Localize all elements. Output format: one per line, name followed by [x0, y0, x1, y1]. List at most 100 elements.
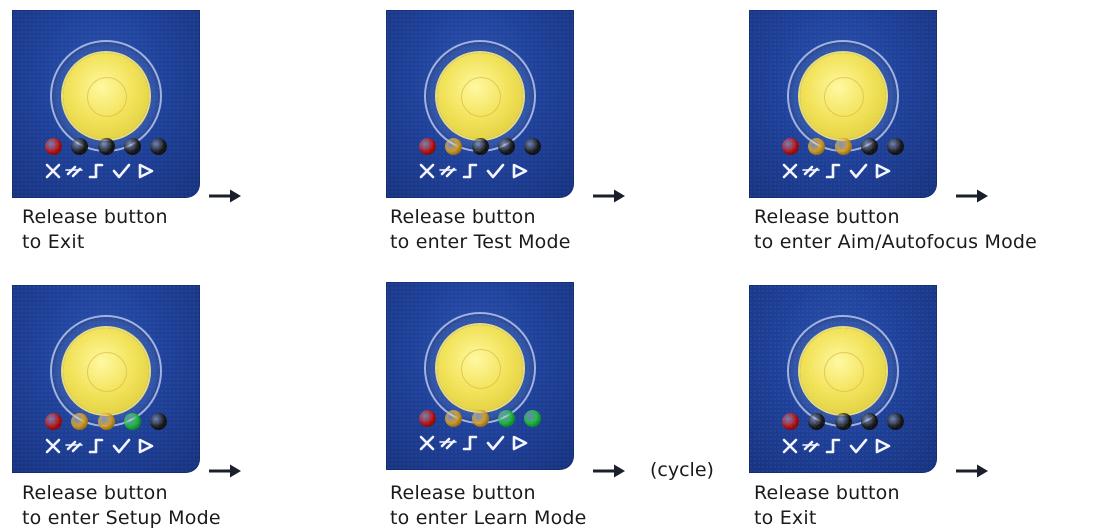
play-icon [875, 163, 891, 179]
caption-line-1: Release button [22, 482, 168, 504]
scanner-panel [386, 10, 574, 198]
scanner-panel [12, 285, 200, 473]
led-4 [123, 138, 141, 155]
led-4 [497, 138, 515, 155]
x-icon [419, 435, 435, 451]
play-icon [138, 163, 154, 179]
check-icon [486, 163, 505, 179]
led-5 [887, 413, 904, 430]
caption-line-2: to enter Aim/Autofocus Mode [754, 231, 1038, 253]
right-arrow-icon [208, 463, 242, 479]
caption-step-3: Release button to enter Aim/Autofocus Mo… [754, 205, 1037, 255]
led-1 [45, 413, 62, 430]
x-icon [782, 163, 798, 179]
caption-step-5: Release button to enter Learn Mode [390, 481, 587, 531]
led-1 [782, 138, 799, 155]
x-icon [45, 438, 61, 454]
match-icon [825, 438, 841, 454]
decode-icon [802, 440, 820, 453]
caption-step-2: Release button to enter Test Mode [390, 205, 571, 255]
led-2 [71, 138, 89, 155]
status-symbols [418, 433, 544, 453]
led-row [419, 410, 541, 427]
caption-line-2: to enter Test Mode [390, 231, 571, 253]
match-icon [88, 163, 104, 179]
step-4 [12, 285, 200, 473]
decode-icon [65, 440, 83, 453]
led-1 [782, 413, 799, 430]
step-5 [386, 282, 574, 470]
check-icon [112, 163, 131, 179]
status-symbols [44, 436, 170, 456]
led-3 [471, 410, 489, 427]
status-symbols [418, 161, 544, 181]
right-arrow-icon [592, 188, 626, 204]
led-2 [808, 413, 826, 430]
right-arrow-icon [208, 188, 242, 204]
status-symbols [44, 161, 170, 181]
caption-line-2: to Exit [22, 231, 85, 253]
led-4 [860, 138, 878, 155]
led-3 [471, 138, 489, 155]
check-icon [112, 438, 131, 454]
led-3 [834, 413, 852, 430]
match-icon [825, 163, 841, 179]
led-row [45, 138, 167, 155]
led-row [782, 413, 904, 430]
play-icon [512, 163, 528, 179]
trigger-button [63, 53, 149, 139]
led-4 [497, 410, 515, 427]
decode-icon [65, 165, 83, 178]
caption-line-1: Release button [754, 482, 900, 504]
play-icon [138, 438, 154, 454]
check-icon [486, 435, 505, 451]
step-3 [749, 10, 937, 198]
caption-line-1: Release button [22, 206, 168, 228]
match-icon [462, 163, 478, 179]
decode-icon [439, 437, 457, 450]
led-4 [123, 413, 141, 430]
play-icon [875, 438, 891, 454]
led-row [45, 413, 167, 430]
scanner-panel [386, 282, 574, 470]
decode-icon [802, 165, 820, 178]
trigger-button [437, 53, 523, 139]
step-6 [749, 285, 937, 473]
scanner-panel [749, 10, 937, 198]
trigger-button [800, 328, 886, 414]
caption-line-2: to enter Setup Mode [22, 507, 221, 529]
trigger-button [63, 328, 149, 414]
led-3 [97, 413, 115, 430]
led-row [419, 138, 541, 155]
x-icon [419, 163, 435, 179]
right-arrow-icon [955, 188, 989, 204]
led-3 [834, 138, 852, 155]
led-1 [419, 410, 436, 427]
caption-line-2: to enter Learn Mode [390, 507, 587, 529]
led-4 [860, 413, 878, 430]
check-icon [849, 438, 868, 454]
scanner-panel [12, 10, 200, 198]
cycle-label: (cycle) [650, 459, 714, 481]
led-1 [419, 138, 436, 155]
caption-step-1: Release button to Exit [22, 205, 168, 255]
x-icon [782, 438, 798, 454]
scanner-panel [749, 285, 937, 473]
led-2 [445, 410, 463, 427]
caption-line-1: Release button [754, 206, 900, 228]
led-5 [150, 138, 167, 155]
led-5 [524, 138, 541, 155]
caption-line-2: to Exit [754, 507, 817, 529]
led-5 [150, 413, 167, 430]
led-5 [887, 138, 904, 155]
led-row [782, 138, 904, 155]
led-2 [445, 138, 463, 155]
step-1 [12, 10, 200, 198]
caption-line-1: Release button [390, 206, 536, 228]
step-2 [386, 10, 574, 198]
status-symbols [781, 161, 907, 181]
caption-line-1: Release button [390, 482, 536, 504]
caption-step-4: Release button to enter Setup Mode [22, 481, 221, 531]
trigger-button [437, 325, 523, 411]
check-icon [849, 163, 868, 179]
